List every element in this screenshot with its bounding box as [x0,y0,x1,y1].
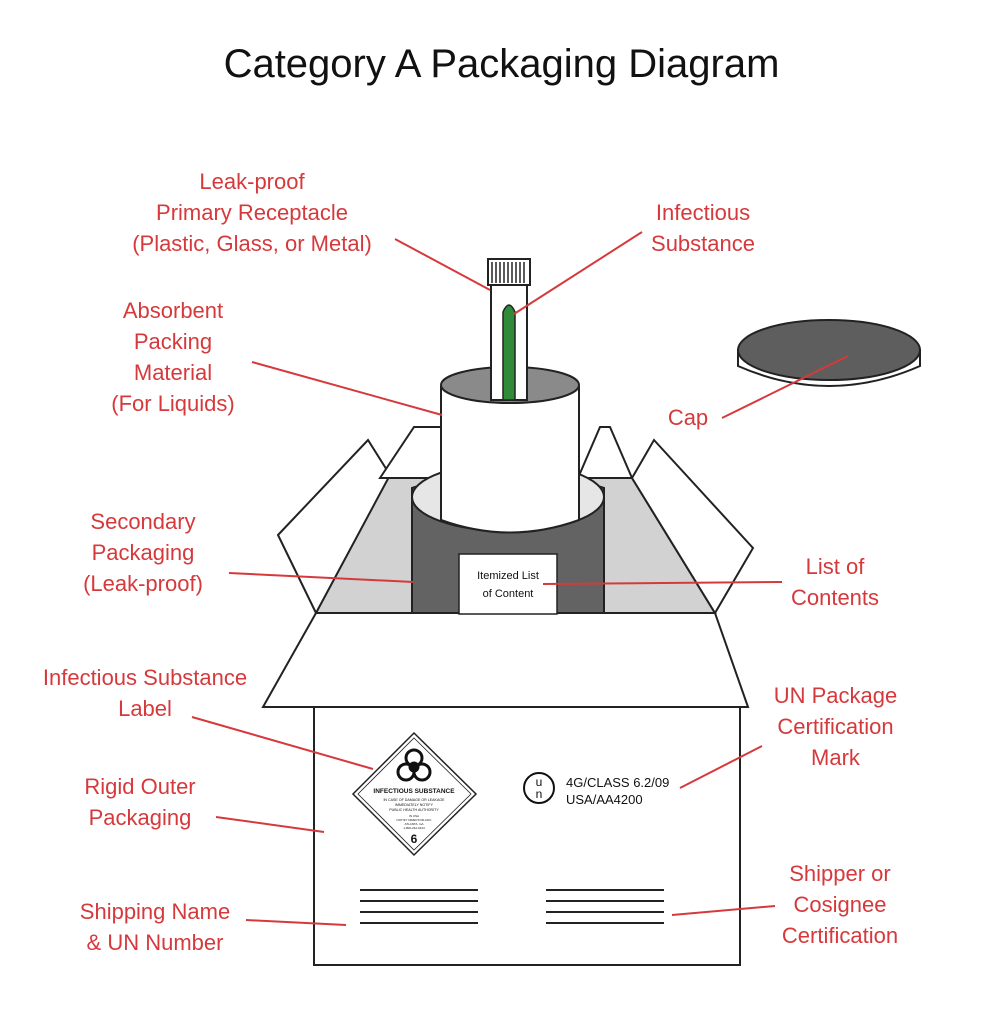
hazard-small-line: IN CASE OF DAMAGE OR LEAKAGE [383,798,445,802]
label-line: Shipping Name [79,899,231,924]
back-left-flap [378,426,450,479]
leader-shipper-certification [671,905,776,916]
un-symbol-u: u [536,775,543,789]
un-mark-line-2: USA/AA4200 [566,792,643,807]
leader-lines [191,231,849,926]
label-line: (For Liquids) [111,391,235,416]
front-flap [261,612,750,708]
absorbent-cylinder [440,386,580,534]
biohazard-icon [396,748,432,782]
hazard-fine-line: NOTIFY DIRECTOR-CDC [397,818,433,822]
label-secondary-packaging: Secondary Packaging (Leak-proof) [63,506,223,599]
hazard-class-number: 6 [411,832,418,846]
label-list-of-contents: List of Contents [770,551,900,613]
un-symbol-icon: u n [523,772,555,804]
label-line: & UN Number [86,930,224,955]
hazard-small-line: PUBLIC HEALTH AUTHORITY [389,808,439,812]
label-line: Packaging [88,805,192,830]
un-certification-mark: u n 4G/CLASS 6.2/09 USA/AA4200 [523,772,669,807]
label-line: Cap [667,405,709,430]
label-line: Packing [133,329,213,354]
leader-shipping-name [245,919,347,926]
cap-ridges [491,262,525,283]
label-shipping-name: Shipping Name & UN Number [55,896,255,958]
primary-receptacle-cap [487,258,531,286]
infectious-substance-label: INFECTIOUS SUBSTANCE IN CASE OF DAMAGE O… [351,731,478,857]
right-flap [630,438,755,615]
label-line: UN Package [773,683,898,708]
label-line: Secondary [90,509,196,534]
label-line: Packaging [91,540,195,565]
leader-infectious-label [191,716,374,770]
hazard-fine-line: ATLANTA, GA [404,822,423,826]
outer-box-front [313,706,741,966]
label-line: Certification [777,714,894,739]
label-line: Certification [781,923,899,948]
hazard-fine-line: 1-800-232-0124 [403,826,425,830]
itemized-list-card [458,553,558,615]
label-line: Material [133,360,213,385]
label-line: Substance [651,231,755,256]
itemized-list-line-2: of Content [483,588,534,600]
label-line: Mark [811,745,860,770]
leader-absorbent [251,361,443,416]
label-cap: Cap [658,402,718,433]
label-line: Absorbent [122,298,224,323]
hazard-heading: INFECTIOUS SUBSTANCE [373,788,455,795]
label-line: Primary Receptacle [156,200,348,225]
leader-rigid-outer [215,816,325,833]
label-line: Infectious Substance [42,665,248,690]
leader-infectious-substance [513,231,643,315]
leader-cap [721,355,849,419]
leader-primary-receptacle [394,238,491,291]
hazard-small-line: IMMEDIATELY NOTIFY [395,803,434,807]
shipper-certification-lines [546,889,664,924]
label-primary-receptacle: Leak-proof Primary Receptacle (Plastic, … [127,166,377,259]
infectious-substance-fluid [502,304,516,401]
label-line: Rigid Outer [84,774,196,799]
label-line: Label [118,696,172,721]
leader-un-mark [679,745,763,789]
label-infectious-label: Infectious Substance Label [20,662,270,724]
un-symbol-n: n [536,787,543,801]
back-right-flap [576,426,634,479]
label-rigid-outer: Rigid Outer Packaging [60,771,220,833]
label-line: (Leak-proof) [83,571,203,596]
shipping-name-lines [360,889,478,924]
label-line: Infectious [655,200,751,225]
un-mark-line-1: 4G/CLASS 6.2/09 [566,775,669,790]
label-line: Contents [790,585,880,610]
diagram-title: Category A Packaging Diagram [223,42,780,86]
leader-list-of-contents [542,581,783,585]
label-absorbent: Absorbent Packing Material (For Liquids) [88,295,258,419]
label-line: Leak-proof [199,169,305,194]
leader-secondary-packaging [228,572,414,583]
label-line: Cosignee [793,892,887,917]
label-shipper-certification: Shipper or Cosignee Certification [760,858,920,951]
label-infectious-substance: Infectious Substance [623,197,783,259]
label-line: List of [805,554,865,579]
itemized-list-line-1: Itemized List [477,570,539,582]
cap-top [737,319,921,381]
label-un-mark: UN Package Certification Mark [753,680,918,773]
hazard-fine-line: IN USA [409,814,419,818]
label-line: (Plastic, Glass, or Metal) [132,231,372,256]
label-line: Shipper or [789,861,891,886]
